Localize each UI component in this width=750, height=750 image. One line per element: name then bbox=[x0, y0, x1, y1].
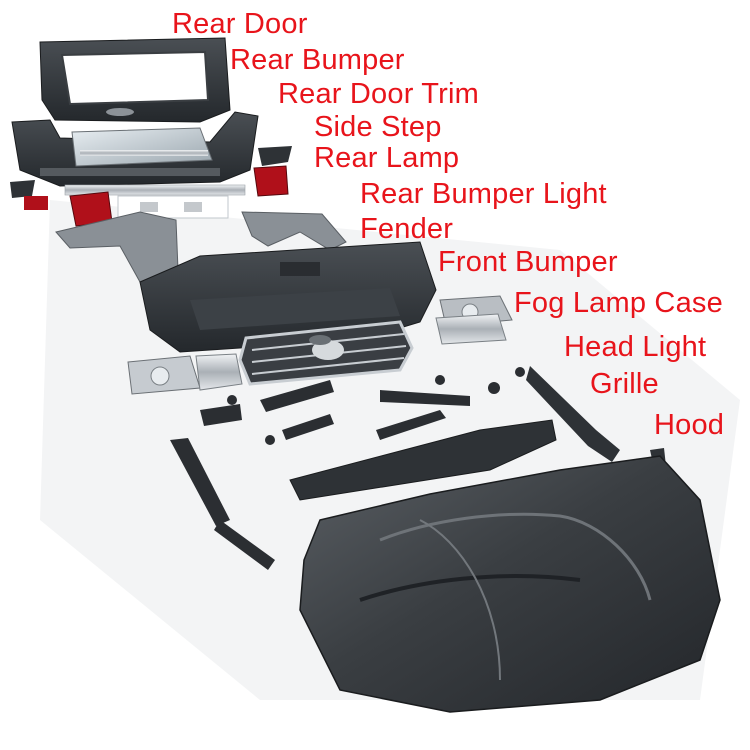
label-grille: Grille bbox=[590, 368, 659, 400]
label-fender: Fender bbox=[360, 213, 454, 245]
label-front-bumper: Front Bumper bbox=[438, 246, 618, 278]
label-rear-bumper-light: Rear Bumper Light bbox=[360, 178, 607, 210]
hood-part bbox=[299, 455, 721, 713]
rear-door-part bbox=[39, 37, 231, 123]
label-rear-door-trim: Rear Door Trim bbox=[278, 78, 479, 110]
head-light-part bbox=[195, 313, 507, 391]
label-hood: Hood bbox=[654, 409, 725, 441]
label-rear-bumper: Rear Bumper bbox=[230, 44, 405, 76]
label-head-light: Head Light bbox=[564, 331, 707, 363]
rear-door-trim-part bbox=[71, 127, 213, 167]
grille-part bbox=[238, 320, 414, 386]
fender-part bbox=[55, 211, 347, 283]
label-rear-door: Rear Door bbox=[172, 8, 308, 40]
label-fog-lamp-case: Fog Lamp Case bbox=[514, 287, 723, 319]
rear-lamp-part bbox=[24, 165, 289, 227]
hood-trim-strip bbox=[289, 419, 557, 501]
label-side-step: Side Step bbox=[314, 111, 442, 143]
rear-bumper-light-part bbox=[117, 195, 229, 219]
label-rear-lamp: Rear Lamp bbox=[314, 142, 460, 174]
side-step-part bbox=[10, 146, 292, 198]
brackets-hardware bbox=[170, 367, 525, 570]
